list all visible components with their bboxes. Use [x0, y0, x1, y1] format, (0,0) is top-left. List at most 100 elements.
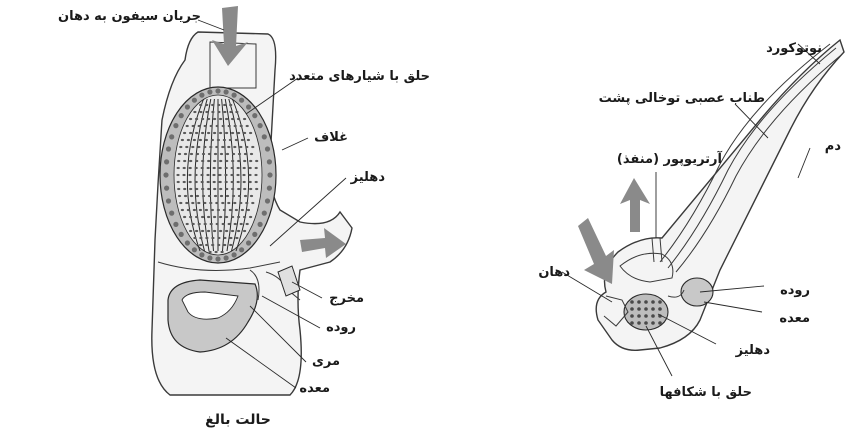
gill-slit [233, 146, 236, 148]
gill-slit [227, 146, 230, 148]
pharynx-rim-bead [166, 198, 171, 203]
gill-slit [229, 209, 232, 211]
gill-slit [210, 223, 213, 225]
gill-slit [235, 209, 238, 211]
gill-slit [192, 223, 195, 225]
pharynx-rim-bead [192, 98, 197, 103]
gill-slit [211, 111, 214, 113]
gill-slit [193, 111, 196, 113]
larva-gill-slit [630, 300, 634, 304]
gill-slit [211, 237, 214, 239]
adult-label-pharynx-slits: حلق با شیارهای متعدد [289, 69, 430, 84]
gill-slit [216, 223, 219, 225]
gill-slit [207, 181, 210, 183]
gill-slit [203, 202, 206, 204]
gill-slit [249, 160, 252, 162]
pharynx-rim-bead [232, 93, 237, 98]
gill-slit [221, 251, 224, 253]
gill-slit [220, 195, 223, 197]
gill-slit [232, 153, 235, 155]
gill-slit [189, 216, 192, 218]
pharynx-rim-bead [169, 134, 174, 139]
gill-slit [212, 174, 215, 176]
gill-slit [249, 188, 252, 190]
gill-slit [251, 146, 254, 148]
gill-slit [190, 195, 193, 197]
gill-slit [213, 167, 216, 169]
gill-slit [195, 230, 198, 232]
pharynx-rim-bead [192, 247, 197, 252]
gill-slit [241, 209, 244, 211]
gill-slit [185, 146, 188, 148]
gill-slit [219, 216, 222, 218]
gill-slit [179, 146, 182, 148]
gill-slit [229, 104, 232, 106]
larva-label-nerve-cord: طناب عصبی توخالی پشت [599, 91, 765, 106]
gill-slit [187, 209, 190, 211]
gill-slit [235, 111, 238, 113]
gill-slit [228, 223, 231, 225]
gill-slit [255, 188, 258, 190]
gill-slit [231, 132, 234, 134]
gill-slit [232, 195, 235, 197]
larva-gill-slit [644, 321, 648, 325]
gill-slit [217, 139, 220, 141]
larva-stomach [681, 278, 713, 306]
gill-slit [246, 223, 249, 225]
gill-slit [237, 118, 240, 120]
gill-slit [193, 237, 196, 239]
gill-slit [243, 167, 246, 169]
gill-slit [241, 139, 244, 141]
gill-slit [211, 209, 214, 211]
pharynx-rim-bead [267, 172, 272, 177]
gill-slit [226, 153, 229, 155]
gill-slit [225, 230, 228, 232]
gill-slit [217, 237, 220, 239]
gill-slit [254, 174, 257, 176]
gill-slit [221, 202, 224, 204]
gill-slit [229, 111, 232, 113]
gill-slit [231, 188, 234, 190]
pharynx-rim-bead [215, 88, 220, 93]
gill-slit [208, 195, 211, 197]
gill-slit [183, 160, 186, 162]
gill-slit [206, 174, 209, 176]
gill-slit [207, 167, 210, 169]
gill-slit [205, 209, 208, 211]
gill-slit [201, 181, 204, 183]
larva-gill-slit [637, 307, 641, 311]
gill-slit [204, 125, 207, 127]
pharynx-rim-bead [185, 240, 190, 245]
gill-slit [231, 167, 234, 169]
gill-slit [255, 181, 258, 183]
larva-outflow-arrow [620, 178, 650, 232]
gill-slit [199, 104, 202, 106]
pharynx-rim-bead [173, 123, 178, 128]
gill-slit [196, 153, 199, 155]
gill-slit [211, 139, 214, 141]
larva-label-pharynx-gill-slits: حلق با شکافها [660, 385, 752, 400]
gill-slit [217, 104, 220, 106]
gill-slit [193, 139, 196, 141]
gill-slit [209, 251, 212, 253]
gill-slit [221, 146, 224, 148]
gill-slit [195, 167, 198, 169]
larva-gill-slit [644, 300, 648, 304]
gill-slit [178, 153, 181, 155]
gill-slit [228, 125, 231, 127]
pharynx-rim-bead [199, 93, 204, 98]
larva-gill-slit [637, 314, 641, 318]
gill-slit [243, 160, 246, 162]
gill-slit [223, 244, 226, 246]
gill-slit [201, 216, 204, 218]
gill-slit [213, 118, 216, 120]
pharynx-rim-bead [169, 211, 174, 216]
gill-slit [195, 118, 198, 120]
gill-slit [248, 174, 251, 176]
adult-label-intestine: روده [326, 320, 356, 335]
gill-slit [242, 174, 245, 176]
gill-slit [189, 132, 192, 134]
gill-slit [188, 174, 191, 176]
gill-slit [233, 202, 236, 204]
gill-slit [213, 132, 216, 134]
